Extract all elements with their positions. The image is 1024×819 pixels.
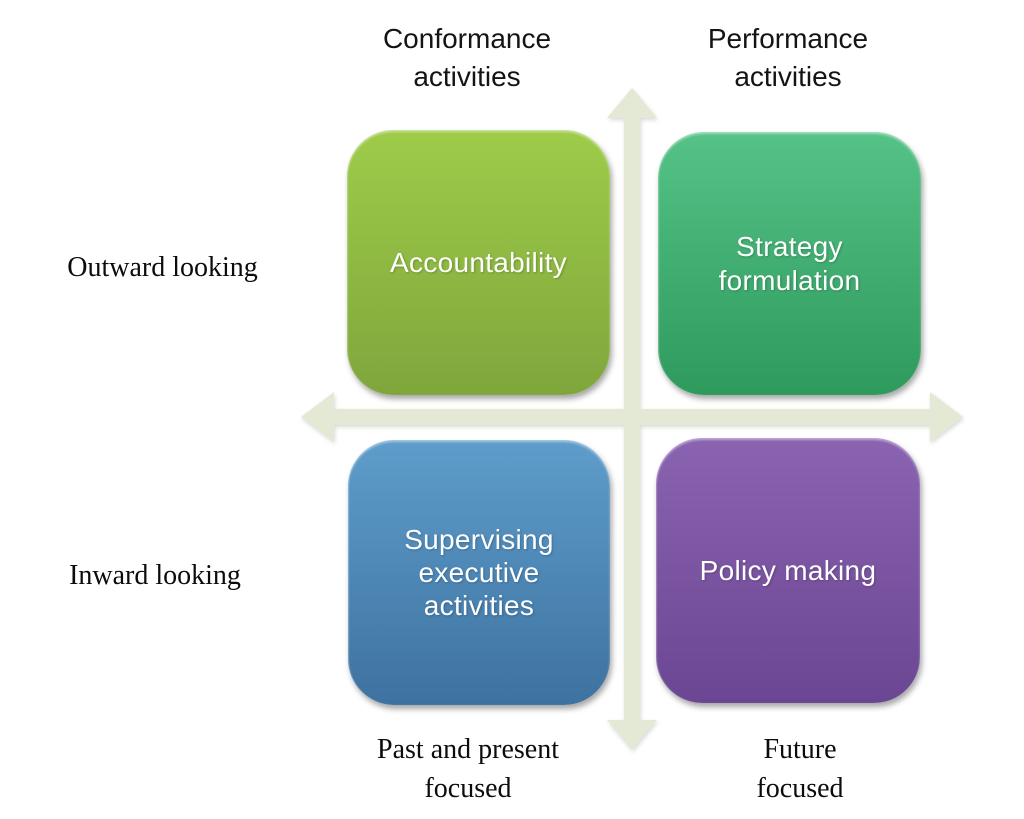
quadrant-policy-making-label: Policy making — [699, 554, 877, 586]
column-label-conformance: Conformance activities — [382, 23, 552, 92]
bottom-label-past-present: Past and present focused — [377, 734, 559, 805]
bottom-label-future: Future focused — [756, 734, 844, 805]
quadrant-supervising-executive-activities-label: Supervising executive activities — [404, 523, 554, 622]
quadrant-accountability: Accountability — [347, 130, 610, 395]
row-label-outward: Outward looking — [67, 252, 258, 283]
quadrant-policy-making: Policy making — [656, 438, 920, 703]
quadrant-supervising-executive-activities: Supervising executive activities — [348, 440, 610, 705]
quadrant-strategy-formulation-label: Strategy formulation — [718, 231, 861, 296]
quadrant-strategy-formulation: Strategy formulation — [658, 132, 921, 395]
vertical-axis-arrow — [607, 88, 657, 750]
column-label-performance: Performance activities — [707, 23, 869, 92]
row-label-inward: Inward looking — [69, 560, 241, 591]
quadrant-accountability-label: Accountability — [390, 246, 567, 278]
